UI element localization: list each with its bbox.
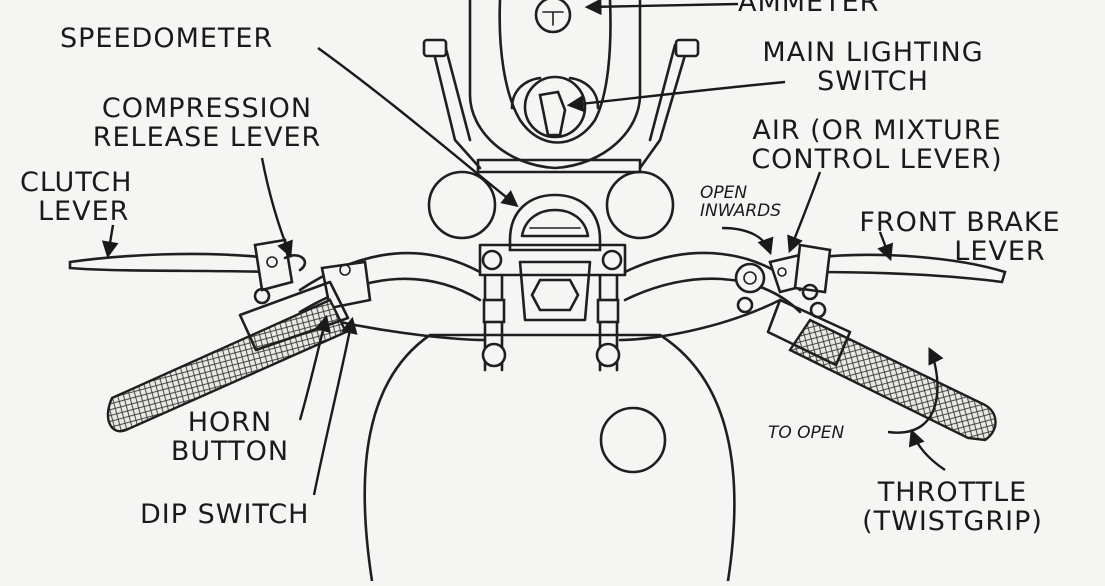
label-clutch-line2: LEVER — [20, 197, 132, 226]
label-air-line2: CONTROL LEVER) — [722, 145, 1032, 174]
label-compression-release-lever: COMPRESSION RELEASE LEVER — [62, 94, 352, 152]
label-horn-button: HORN BUTTON — [160, 408, 300, 466]
speedometer-body — [510, 195, 600, 250]
label-front-brake-lever: FRONT BRAKE LEVER — [835, 208, 1085, 266]
label-main-lighting-switch-line1: MAIN LIGHTING — [733, 38, 1013, 67]
label-speedometer: SPEEDOMETER — [60, 24, 273, 53]
label-horn-line2: BUTTON — [160, 437, 300, 466]
label-throttle: THROTTLE (TWISTGRIP) — [835, 478, 1070, 536]
label-front-brake-line1: FRONT BRAKE — [835, 208, 1085, 237]
right-grip — [790, 320, 996, 440]
label-main-lighting-switch: MAIN LIGHTING SWITCH — [733, 38, 1013, 96]
label-to-open: TO OPEN — [768, 424, 844, 442]
label-compression-line2: RELEASE LEVER — [62, 123, 352, 152]
label-horn-line1: HORN — [160, 408, 300, 437]
label-ammeter: AMMETER — [738, 0, 879, 17]
filler-cap — [601, 408, 665, 472]
label-open-inwards-line2: INWARDS — [700, 202, 781, 220]
label-front-brake-line2: LEVER — [835, 237, 1085, 266]
label-dip-switch: DIP SWITCH — [140, 500, 309, 529]
label-main-lighting-switch-line2: SWITCH — [733, 67, 1013, 96]
label-compression-line1: COMPRESSION — [62, 94, 352, 123]
label-clutch-lever: CLUTCH LEVER — [20, 168, 132, 226]
clutch-lever — [70, 254, 275, 272]
label-throttle-line2: (TWISTGRIP) — [835, 507, 1070, 536]
label-clutch-line1: CLUTCH — [20, 168, 132, 197]
lighting-switch-knob — [540, 92, 565, 135]
fuel-tank — [365, 335, 735, 581]
label-open-inwards-line1: OPEN — [700, 184, 781, 202]
left-pilot-lamp — [429, 172, 495, 238]
label-air-line1: AIR (OR MIXTURE — [722, 116, 1032, 145]
air-lever-pivot — [736, 264, 764, 292]
label-air-lever: AIR (OR MIXTURE CONTROL LEVER) — [722, 116, 1032, 174]
steering-nut — [532, 280, 578, 310]
label-throttle-line1: THROTTLE — [835, 478, 1070, 507]
right-pilot-lamp — [607, 172, 673, 238]
label-open-inwards: OPEN INWARDS — [700, 184, 781, 220]
